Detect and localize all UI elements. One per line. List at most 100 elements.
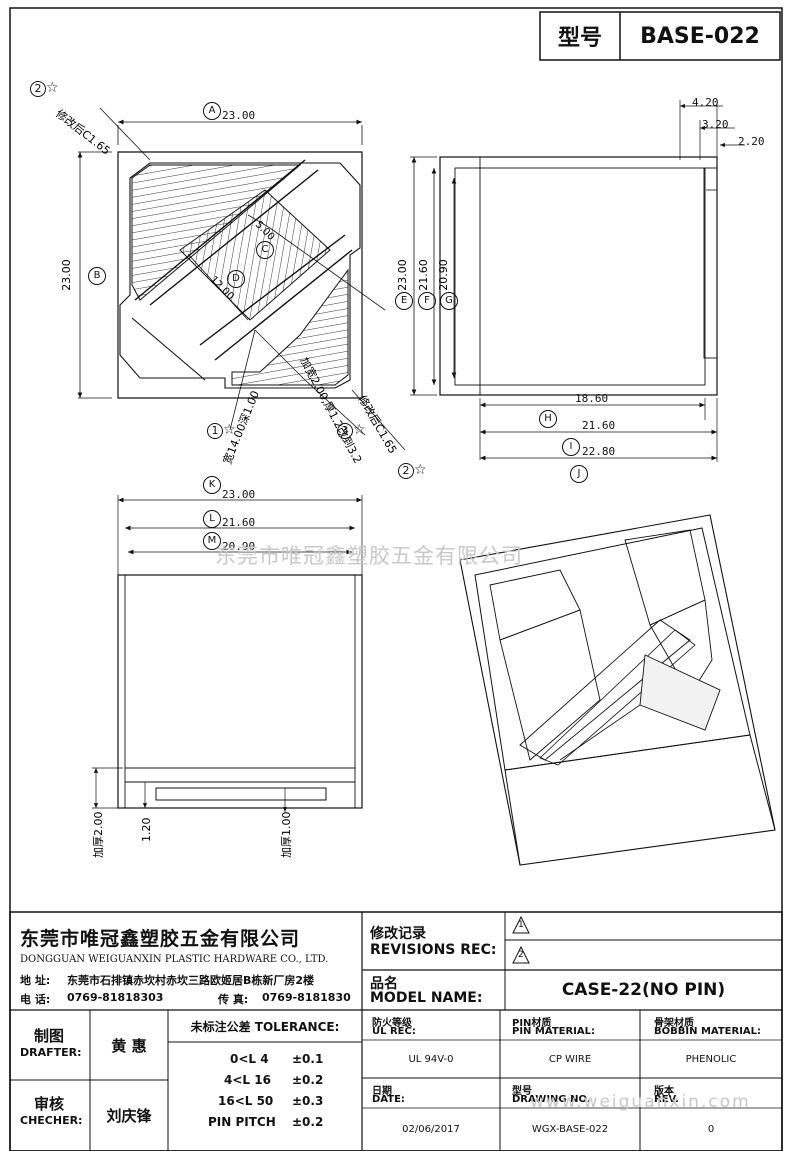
isometric-view (459, 514, 776, 866)
checker-en: CHECHER: (20, 1114, 83, 1127)
side-dim-2: 3.20 (702, 118, 729, 131)
side-dim-1: 4.20 (692, 96, 719, 109)
drawing-no-value: WGX-BASE-022 (531, 1124, 609, 1135)
title-block (9, 911, 783, 1151)
circle-label-f: F (418, 292, 436, 310)
rev-row-1-num: 1 (518, 920, 524, 930)
dim-k-label: 23.00 (222, 488, 256, 501)
rev-row-1: 1 (512, 915, 530, 938)
circle-label-d: D (227, 270, 245, 288)
circle-label-j-text: J (577, 468, 581, 479)
dim-l-label: 21.60 (222, 516, 256, 529)
ul-rec-cn: 防火等级 (372, 1018, 412, 1029)
rev-en: REV. (654, 1094, 679, 1105)
top-view (77, 107, 406, 451)
rev-value: 0 (707, 1124, 715, 1135)
checker-name: 刘庆锋 (106, 1107, 152, 1125)
drafter-en: DRAFTER: (20, 1046, 82, 1059)
circle-label-k-text: K (208, 479, 216, 490)
model-name-value: CASE-22(NO PIN) (561, 980, 726, 1000)
rev-marker-2-bottom-text: 2 (398, 463, 414, 479)
circle-label-a: A (203, 102, 221, 120)
bobbin-material-value: PHENOLIC (685, 1053, 737, 1065)
circle-label-a-text: A (208, 105, 216, 116)
ul-rec-value: UL 94V-0 (408, 1053, 454, 1065)
circle-label-g-text: G (445, 295, 453, 306)
drawing-no-cn: 型号 (512, 1086, 532, 1097)
header-model-box (539, 11, 781, 61)
circle-label-f-text: F (424, 295, 430, 306)
date-en: DATE: (372, 1094, 405, 1105)
drawing-no-en: DRAWING NO. (512, 1094, 591, 1105)
side-dim-3: 2.20 (738, 135, 765, 148)
model-label: 型号 (557, 26, 602, 51)
phone-label: 电 话: (20, 993, 51, 1006)
dim-f-label: 21.60 (417, 259, 430, 291)
rev-marker-3: 3☆ (337, 422, 366, 439)
ul-rec-en: UL REC: (372, 1026, 416, 1037)
dim-m-label: 20.90 (222, 540, 256, 553)
circle-label-l: L (203, 510, 221, 528)
rev-marker-1-text: 1 (207, 423, 223, 439)
rev-marker-1: 1☆ (207, 422, 236, 439)
tolerance-title: 未标注公差 TOLERANCE: (190, 1019, 340, 1034)
pin-material-cn: PIN材质 (512, 1018, 552, 1029)
model-value: BASE-022 (640, 23, 760, 49)
tolerance-row-0-value: ±0.1 (292, 1052, 324, 1066)
circle-label-m-text: M (207, 535, 217, 546)
fax: 0769-8181830 (262, 991, 351, 1004)
front-view (92, 495, 363, 812)
dim-b-label: 23.00 (60, 259, 73, 291)
side-view (410, 100, 745, 462)
star-icon: ☆ (353, 422, 366, 438)
dim-a-label: 23.00 (222, 109, 256, 122)
star-icon: ☆ (46, 80, 59, 96)
top-view-outline (117, 151, 363, 399)
rev-row-2-num: 2 (518, 950, 524, 960)
tolerance-row-3-range: PIN PITCH (208, 1115, 276, 1129)
circle-label-m: M (203, 532, 221, 550)
date-cn: 日期 (372, 1086, 392, 1097)
fax-label: 传 真: (218, 993, 249, 1006)
tolerance-row-2-value: ±0.3 (292, 1094, 324, 1108)
drafter-cn: 制图 (34, 1027, 65, 1045)
address: 东莞市石排镇赤坎村赤坎三路欧姬居B栋新厂房2楼 (67, 974, 315, 987)
company-en: DONGGUAN WEIGUANXIN PLASTIC HARDWARE CO.… (20, 954, 329, 965)
dim-g-label: 20.90 (437, 259, 450, 291)
front-dim-small: 1.20 (140, 818, 153, 843)
top-view-inner-outline (119, 162, 361, 389)
circle-label-h-text: H (544, 413, 552, 424)
model-name-en: MODEL NAME: (370, 990, 483, 1006)
phone: 0769-81818303 (67, 991, 164, 1004)
triangle-icon (512, 945, 530, 964)
circle-label-i: I (562, 438, 580, 456)
dim-j-label: 22.80 (582, 445, 616, 458)
circle-label-c-text: C (261, 244, 269, 255)
tolerance-row-3-value: ±0.2 (292, 1115, 324, 1129)
tolerance-row-1-range: 4<L 16 (224, 1073, 271, 1087)
dim-h-label: 18.60 (575, 392, 609, 405)
revisions-cn: 修改记录 (370, 926, 426, 942)
star-icon: ☆ (414, 462, 427, 478)
circle-label-d-text: D (232, 273, 240, 284)
note-2-top: 修改后C1.65 (53, 106, 113, 157)
circle-label-h: H (539, 410, 557, 428)
tolerance-row-0-range: 0<L 4 (230, 1052, 269, 1066)
rev-marker-2-bottom: 2☆ (398, 462, 427, 479)
circle-label-b-text: B (93, 270, 101, 281)
drafter-name: 黄 惠 (111, 1036, 147, 1055)
top-view-right-pocket (231, 268, 349, 386)
front-note-left: 加厚2.00 (92, 812, 105, 859)
circle-label-g: G (440, 292, 458, 310)
circle-label-b: B (88, 267, 106, 285)
circle-label-i-text: I (569, 441, 573, 452)
rev-marker-2-top: 2☆ (30, 80, 59, 97)
sheet-border (9, 7, 783, 1151)
watermark: 东莞市唯冠鑫塑胶五金有限公司 (215, 544, 523, 568)
date-value: 02/06/2017 (402, 1124, 460, 1135)
watermark-url: www.weiguanxin.com (530, 1092, 751, 1112)
company-cn: 东莞市唯冠鑫塑胶五金有限公司 (20, 928, 301, 950)
circle-label-c: C (256, 241, 274, 259)
rev-row-2: 2 (512, 945, 530, 968)
